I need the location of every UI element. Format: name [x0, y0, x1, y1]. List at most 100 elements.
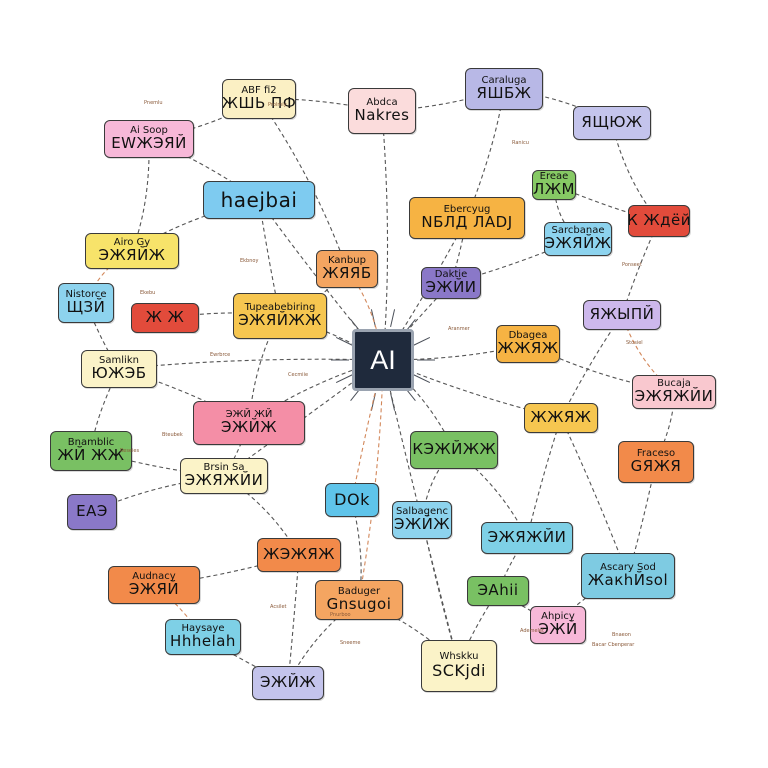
connector-arrow [525, 417, 562, 539]
chip-pin [370, 309, 376, 327]
node-label: Nakres [354, 106, 410, 125]
node-caption: Ascary Sod [600, 561, 656, 573]
diagram-node-n30: ЭЖЯЖЙИ [481, 522, 573, 554]
chip-pin [413, 336, 431, 346]
diagram-node-n35: ЭAhii [467, 576, 529, 606]
node-label: ЭЖЯЙ [128, 580, 180, 599]
connector-arrow [382, 359, 455, 451]
edge-annotation: Pnemlu [144, 100, 163, 106]
node-label: ЭAhii [477, 581, 519, 600]
chip-pin [413, 374, 431, 384]
edge-annotation: Ekebu [140, 290, 156, 296]
edge-annotation: Sneeme [340, 640, 361, 646]
chip-pin [335, 374, 353, 384]
connector-arrow [285, 554, 300, 684]
node-caption: Whskku [439, 651, 479, 663]
edge-annotation: Prolmiy [268, 102, 287, 108]
node-caption: Airo Gy [113, 236, 151, 248]
node-caption: Tupeabebiring [244, 301, 316, 313]
node-caption: Abdca [366, 96, 398, 108]
node-caption: Baduger [337, 585, 381, 597]
node-caption: Caraluga [481, 74, 527, 86]
node-caption: Daktie [434, 268, 468, 280]
node-label: ЖЯЯБ [322, 264, 372, 283]
edge-annotation: Ewrbrce [210, 352, 231, 358]
node-caption: Nistorce [65, 288, 107, 300]
connector-arrow [458, 590, 499, 667]
node-label: Gnsugoi [326, 595, 392, 614]
node-caption: ABF ﬁ2 [241, 84, 277, 96]
connector-arrow [453, 449, 528, 539]
node-label: Ж Ж [145, 308, 185, 327]
node-label: ЕWЖЭЯЙ [111, 134, 187, 153]
node-label: ЖШЬ ПФ [222, 94, 296, 113]
node-label: ЩЗЙ [66, 298, 106, 317]
node-caption: Samlikn [99, 354, 139, 366]
connector-arrow [380, 110, 389, 361]
edge-annotation: Pnurboo [330, 612, 351, 618]
edge-annotation: Stosiel [626, 340, 643, 346]
diagram-node-n38: ЭЖЙЖ [252, 666, 324, 700]
node-label: ЭЖЯЖЙИ [634, 387, 714, 406]
node-caption: Ahpicy [541, 610, 575, 622]
edge-annotation: Reseies [120, 448, 140, 454]
node-label: ЭЖЯЙЖ [98, 246, 166, 265]
node-label: NБЛД ЛADJ [421, 213, 513, 232]
node-label: ЖЭЖЯЖ [263, 545, 335, 564]
node-label: Hhhelah [170, 632, 236, 651]
node-caption: Salbagenc [395, 505, 449, 517]
node-label: ЖЖЯЖ [497, 339, 559, 358]
node-label: GЯЖЯ [630, 457, 682, 476]
connector-arrow [553, 184, 579, 240]
diagram-node-n28: DOk [325, 483, 379, 517]
ai-chip-label: AI [370, 344, 396, 375]
node-label: ЮЖЭБ [91, 364, 147, 383]
node-caption: Ereae [539, 170, 569, 182]
node-label: ЭЖЙЖ [393, 515, 450, 534]
edge-annotation: Ekbnoy [240, 258, 259, 264]
node-caption: Fraceso [636, 447, 676, 459]
node-label: ЕАЭ [76, 502, 108, 521]
node-label: ЖЙ ЖЖ [57, 446, 125, 465]
node-label: DOk [334, 489, 370, 509]
edge-annotation: Bacar Cbenperar [592, 642, 635, 648]
diagram-node-n27: ЕАЭ [67, 494, 117, 530]
node-caption: Bucaja [657, 377, 691, 389]
node-caption: Audnacy [132, 570, 176, 582]
node-label: ЯЖЫПЙ [589, 305, 655, 324]
connector-arrow [358, 359, 386, 601]
diagram-node-n17: ЯЖЫПЙ [583, 300, 661, 330]
node-label: ЭЖЯЙЖ [544, 234, 612, 253]
node-caption: Dbagea [508, 329, 548, 341]
node-label: ЭЖЙИ [425, 278, 477, 297]
node-caption: Ebercyug [443, 203, 491, 215]
node-label: ЭЖЙЖ [259, 673, 316, 692]
diagram-node-n22: ЖЖЯЖ [524, 403, 598, 433]
chip-pin [390, 309, 396, 327]
node-label: ЖЖЯЖ [530, 408, 592, 427]
node-caption: Kanbup [328, 254, 366, 266]
node-label: ЭЖЙ [538, 620, 578, 639]
node-label: ОКЭЖЙЖЖЙ [411, 440, 497, 459]
node-caption: Sarcbanae [551, 224, 605, 236]
